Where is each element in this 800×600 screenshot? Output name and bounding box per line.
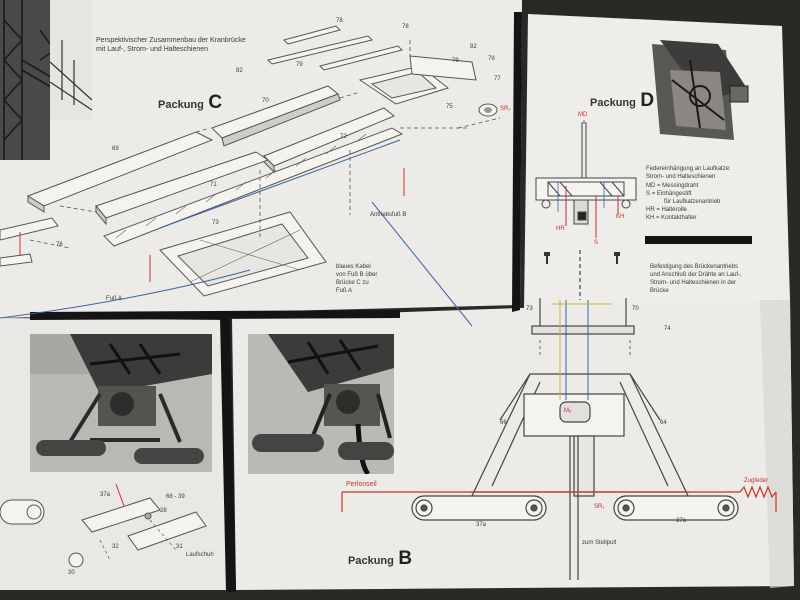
part-76: 76 [56,242,63,248]
legend-row: S = Einhängestift [646,191,692,198]
packung-d-title: Packung D [590,90,654,112]
part-82: 82 [470,44,477,50]
label-md: MD [578,112,588,118]
bridge-drawing [0,25,477,297]
legend-value: = Messingdraht [657,183,699,189]
part-77: 77 [494,76,501,82]
part-32: 32 [112,544,119,550]
part-73: 73 [212,220,219,226]
label-hr: HR [556,226,565,232]
part-69: 69 [112,146,119,152]
part-78: 78 [402,24,409,30]
part-28: 28 [160,508,167,514]
part-70: 70 [632,306,639,312]
label-perlonseil: Perlonseil [346,481,377,488]
packung-c-word: Packung [158,99,204,111]
note-stellpult: zum Stellpult [582,540,617,546]
legend-title-2: Strom- und Halteschienen [646,174,716,180]
part-30: 30 [68,570,75,576]
heading-line-1: Perspektivischer Zusammenbau der Kranbrü… [96,37,246,44]
fold-bar-horizontal-left [30,310,400,320]
note-cable-4: Fuß A [336,288,353,294]
part-73: 73 [526,306,533,312]
trolley-schematic [535,122,637,225]
fold-bar-legend [645,236,752,244]
part-75: 75 [446,104,453,110]
legend-key: MD [646,183,656,189]
legend-value: = Einhängestift [651,191,692,197]
note-mount-1: Befestigung des Brückenantriebs [650,264,739,270]
packung-b-letter: B [398,548,413,569]
legend-row: HR = Halterolle [646,207,687,214]
part-78: 78 [336,18,343,24]
part-79: 79 [296,62,303,68]
part-64: 64 [660,420,667,426]
part-82: 82 [236,68,243,74]
note-antriebsfuss: Antriebsfuß B [370,212,407,218]
packung-c-letter: C [208,92,223,113]
part-72: 72 [340,134,347,140]
note-fuss-a: Fuß A [106,296,123,302]
legend-key: KH [646,215,655,221]
part-71: 71 [210,182,217,188]
label-s: S [594,240,599,246]
note-zugfeder: Zugfeder [744,478,769,484]
legend-row: für Laufkatzenantrieb [664,199,720,206]
part-74: 74 [664,326,671,332]
laufschuh-parts [0,497,207,568]
label-sr2: SR₂ [500,106,511,112]
legend-key: S [646,191,651,197]
packung-b-word: Packung [348,555,394,567]
note-cable-1: blaues Kabel [336,264,371,270]
note-laufschuh: Laufschuh [186,552,214,558]
legend-value: für Laufkatzenantrieb [664,199,721,205]
note-mount-3: Strom- und Halteschienen in der [650,280,737,286]
foot-photo-right [248,334,394,474]
legend-value: = Kontakthalter [656,215,697,221]
part-70: 70 [262,98,269,104]
legend-row: MD = Messingdraht [646,183,698,190]
part-68-39: 68 - 39 [166,494,185,500]
label-kh: KH [616,214,625,220]
part-31: 31 [176,544,183,550]
legend-value: = Halterolle [656,207,687,213]
note-cable-3: Brücke C zu [336,280,369,286]
heading-line-2: mit Lauf-, Strom- und Halteschienen [96,46,209,53]
legend-title: Federeinhängung an Laufkatze: [646,166,731,172]
note-cable-2: von Fuß B über [336,272,378,278]
part-37a: 37a [676,518,687,524]
foot-photo-left [30,334,212,472]
part-79: 79 [452,58,459,64]
legend-row: KH = Kontakthalter [646,215,697,222]
part-66: 66 [500,420,507,426]
note-mount-4: Brücke [650,288,669,294]
part-37a: 37a [100,492,111,498]
part-37a: 37a [476,522,487,528]
packung-c-title: Packung C [158,92,222,114]
trolley-photo [652,40,749,140]
label-sr1: SR₁ [594,504,605,510]
packung-b-title: Packung B [348,548,412,570]
label-m5: M₅ [564,408,572,414]
legend-key: HR [646,207,655,213]
fold-bar-vertical-top [512,12,522,312]
part-78: 78 [488,56,495,62]
packung-d-word: Packung [590,97,636,109]
fold-bar-vertical-bottom [220,318,236,592]
note-mount-2: und Anschluß der Drähte an Lauf-, [650,272,742,278]
packung-d-letter: D [640,90,655,111]
